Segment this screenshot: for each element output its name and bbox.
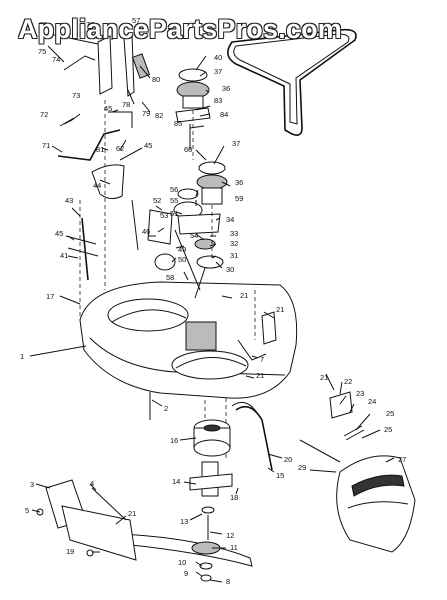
callout-25b: 25 bbox=[384, 425, 392, 434]
callout-10: 10 bbox=[178, 558, 186, 567]
callout-21d: 21 bbox=[320, 373, 328, 382]
callout-40: 40 bbox=[214, 53, 222, 62]
callout-44: 44 bbox=[93, 181, 101, 190]
callout-24: 24 bbox=[368, 397, 376, 406]
callout-15: 15 bbox=[276, 471, 284, 480]
callout-62: 62 bbox=[116, 144, 124, 153]
callout-82: 82 bbox=[155, 111, 163, 120]
callout-37a: 37 bbox=[214, 67, 222, 76]
callout-11: 11 bbox=[230, 543, 238, 552]
callout-58: 58 bbox=[166, 273, 174, 282]
callout-21b: 21 bbox=[276, 305, 284, 314]
callout-14: 14 bbox=[172, 477, 180, 486]
callout-51: 51 bbox=[170, 209, 178, 218]
callout-78: 78 bbox=[122, 100, 130, 109]
callout-9: 9 bbox=[184, 569, 188, 578]
callout-4: 4 bbox=[90, 479, 94, 488]
mower-deck-shell bbox=[79, 281, 298, 420]
callout-21c: 21 bbox=[256, 371, 264, 380]
callout-34: 34 bbox=[226, 215, 234, 224]
callout-77: 77 bbox=[86, 20, 94, 29]
callout-45a: 45 bbox=[104, 104, 112, 113]
callout-43: 43 bbox=[65, 196, 73, 205]
callout-36b: 36 bbox=[235, 178, 243, 187]
belt-diagram bbox=[227, 28, 357, 136]
callout-labels: 76 77 57 75 74 73 80 78 79 82 40 37 36 8… bbox=[20, 16, 406, 586]
callout-52: 52 bbox=[153, 196, 161, 205]
callout-19: 19 bbox=[66, 547, 74, 556]
callout-46: 46 bbox=[142, 227, 150, 236]
callout-23: 23 bbox=[356, 389, 364, 398]
callout-79: 79 bbox=[142, 109, 150, 118]
callout-21a: 21 bbox=[240, 291, 248, 300]
callout-5: 5 bbox=[25, 506, 29, 515]
callout-20: 20 bbox=[284, 455, 292, 464]
callout-54: 54 bbox=[190, 231, 198, 240]
callout-2: 2 bbox=[164, 404, 168, 413]
callout-18: 18 bbox=[230, 493, 238, 502]
deck-side-bracket bbox=[231, 311, 277, 471]
lift-bracket-assembly bbox=[57, 33, 173, 281]
callout-25a: 25 bbox=[386, 409, 394, 418]
watermark-text: AppliancePartsPros.com bbox=[18, 14, 343, 44]
callout-45b: 45 bbox=[144, 141, 152, 150]
callout-72: 72 bbox=[40, 110, 48, 119]
callout-57: 57 bbox=[132, 16, 140, 25]
callout-33: 33 bbox=[230, 229, 238, 238]
callout-80: 80 bbox=[152, 75, 160, 84]
callout-49: 49 bbox=[178, 245, 186, 254]
callout-59: 59 bbox=[235, 194, 243, 203]
callout-37b: 37 bbox=[232, 139, 240, 148]
callout-60: 60 bbox=[184, 145, 192, 154]
callout-45c: 45 bbox=[55, 229, 63, 238]
callout-22: 22 bbox=[344, 377, 352, 386]
callout-83: 83 bbox=[214, 96, 222, 105]
callout-53: 53 bbox=[160, 211, 168, 220]
callout-41: 41 bbox=[60, 251, 68, 260]
callout-3: 3 bbox=[30, 480, 34, 489]
center-pulley-stack bbox=[154, 68, 228, 299]
callout-31: 31 bbox=[230, 251, 238, 260]
callout-36a: 36 bbox=[222, 84, 230, 93]
callout-27: 27 bbox=[398, 455, 406, 464]
deck-hanger-bracket bbox=[36, 479, 137, 561]
callout-73: 73 bbox=[72, 91, 80, 100]
callout-8: 8 bbox=[226, 577, 230, 586]
callout-leaders bbox=[29, 28, 395, 583]
callout-56: 56 bbox=[170, 185, 178, 194]
callout-50: 50 bbox=[178, 255, 186, 264]
callout-16: 16 bbox=[170, 436, 178, 445]
callout-29: 29 bbox=[298, 463, 306, 472]
callout-84: 84 bbox=[220, 110, 228, 119]
callout-13: 13 bbox=[180, 517, 188, 526]
callout-7: 7 bbox=[260, 355, 264, 364]
callout-74: 74 bbox=[52, 55, 60, 64]
callout-12: 12 bbox=[226, 531, 234, 540]
spindle-blade-assembly bbox=[119, 419, 253, 582]
callout-21e: 21 bbox=[128, 509, 136, 518]
callout-85: 85 bbox=[174, 119, 182, 128]
callout-1: 1 bbox=[20, 352, 24, 361]
callout-76: 76 bbox=[39, 20, 47, 29]
callout-71: 71 bbox=[42, 141, 50, 150]
callout-75: 75 bbox=[38, 47, 46, 56]
callout-81: 81 bbox=[96, 145, 104, 154]
callout-17: 17 bbox=[46, 292, 54, 301]
callout-30: 30 bbox=[226, 265, 234, 274]
callout-55: 55 bbox=[170, 196, 178, 205]
callout-32: 32 bbox=[230, 239, 238, 248]
discharge-chute bbox=[299, 391, 416, 553]
